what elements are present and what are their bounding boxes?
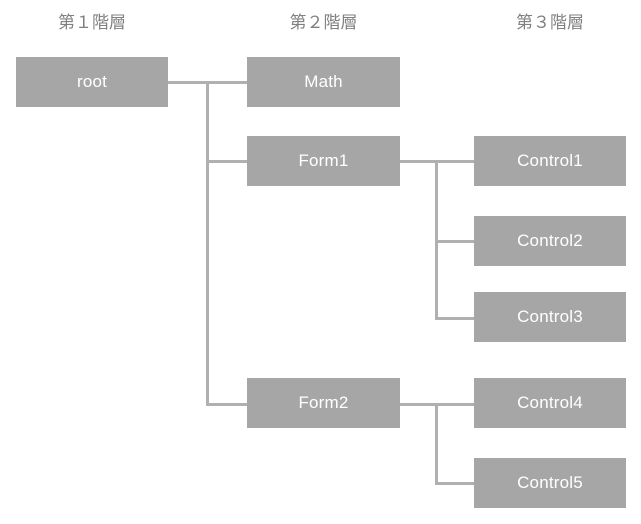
node-math[interactable]: Math (247, 57, 400, 107)
connector-branch-form2-controls (435, 403, 438, 483)
connector-branch-to-control3 (435, 317, 474, 320)
node-form2[interactable]: Form2 (247, 378, 400, 428)
node-form1[interactable]: Form1 (247, 136, 400, 186)
column-header-level-3: 第３階層 (516, 13, 584, 33)
connector-trunk-to-form1 (206, 160, 247, 163)
connector-trunk-level2 (206, 81, 209, 406)
node-control3[interactable]: Control3 (474, 292, 626, 342)
node-control1[interactable]: Control1 (474, 136, 626, 186)
node-root[interactable]: root (16, 57, 168, 107)
connector-branch-to-control5 (435, 482, 474, 485)
column-header-level-1: 第１階層 (58, 13, 126, 33)
connector-trunk-to-form2 (206, 403, 247, 406)
node-control5[interactable]: Control5 (474, 458, 626, 508)
node-control2[interactable]: Control2 (474, 216, 626, 266)
node-control4[interactable]: Control4 (474, 378, 626, 428)
column-header-level-2: 第２階層 (289, 13, 358, 33)
connector-branch-to-control2 (435, 240, 474, 243)
